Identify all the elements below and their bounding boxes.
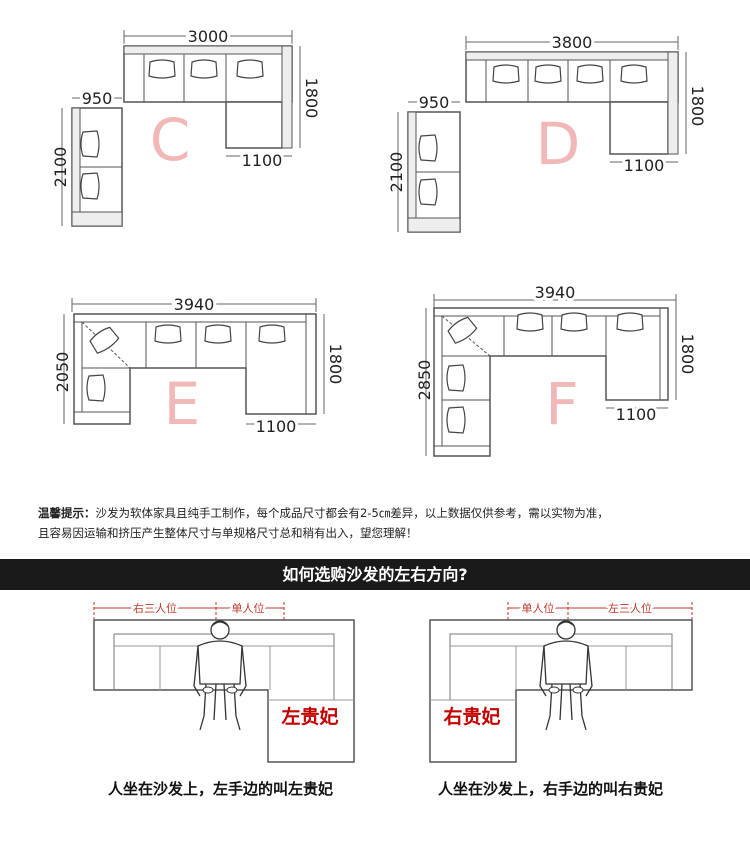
- notice-label: 温馨提示：: [38, 506, 96, 520]
- dim-top-f: 3940: [535, 283, 576, 302]
- diagram-d: 3800 1800 1100 950 2100 D: [387, 30, 707, 233]
- dim-bottom-e: 1100: [256, 417, 297, 436]
- sofa-diagrams: 3000 1800 1100 950 2100 C 3800: [51, 24, 707, 457]
- dim-height-e: 2050: [53, 352, 72, 393]
- dim-bottom-f: 1100: [616, 405, 657, 424]
- dim-right-e: 1800: [326, 344, 345, 385]
- diagram-f: 3940 1800 1100 2850 F: [415, 280, 697, 457]
- dim-top-c: 3000: [188, 27, 229, 46]
- dim-height-f: 2850: [415, 360, 434, 401]
- letter-e: E: [164, 370, 201, 438]
- right-chaise-example: 单人位 左三人位 右贵妃: [429, 599, 693, 763]
- dim-height-c: 2100: [51, 147, 70, 188]
- dim-right-c: 1800: [302, 78, 321, 119]
- right-seg-a: 单人位: [522, 601, 555, 615]
- left-chaise-label: 左贵妃: [281, 705, 338, 728]
- right-seg-b: 左三人位: [608, 601, 652, 615]
- notice-line-1: 温馨提示：沙发为软体家具且纯手工制作，每个成品尺寸都会有2-5㎝差异，以上数据仅…: [38, 505, 609, 521]
- letter-d: D: [536, 110, 581, 178]
- dim-height-d: 2100: [387, 152, 406, 193]
- right-caption: 人坐在沙发上，右手边的叫右贵妃: [438, 780, 664, 798]
- notice-line-2: 且容易因运输和挤压产生整体尺寸与单规格尺寸总和稍有出入，望您理解！: [38, 525, 418, 541]
- dim-left-d: 950: [419, 93, 450, 112]
- letter-c: C: [150, 106, 191, 174]
- notice-text-1: 沙发为软体家具且纯手工制作，每个成品尺寸都会有2-5㎝差异，以上数据仅供参考，需…: [95, 506, 609, 520]
- dim-top-d: 3800: [552, 33, 593, 52]
- direction-examples: 右三人位 单人位 左贵妃 单人位 左三人位 右贵妃: [93, 599, 693, 763]
- dim-top-e: 3940: [174, 295, 215, 314]
- notice-text-2: 且容易因运输和挤压产生整体尺寸与单规格尺寸总和稍有出入，望您理解！: [38, 526, 418, 540]
- left-caption: 人坐在沙发上，左手边的叫左贵妃: [108, 780, 334, 798]
- dim-bottom-d: 1100: [624, 156, 665, 175]
- dim-right-f: 1800: [678, 334, 697, 375]
- section-banner: 如何选购沙发的左右方向?: [0, 559, 750, 590]
- dim-right-d: 1800: [688, 86, 707, 127]
- dim-bottom-c: 1100: [242, 151, 283, 170]
- dim-left-c: 950: [82, 89, 113, 108]
- right-chaise-label: 右贵妃: [442, 705, 500, 728]
- left-seg-a: 右三人位: [133, 601, 177, 615]
- left-seg-b: 单人位: [232, 601, 265, 615]
- letter-f: F: [545, 370, 578, 438]
- diagram-c: 3000 1800 1100 950 2100 C: [51, 24, 321, 227]
- diagram-e: 3940 1800 1100 2050 E: [53, 292, 345, 439]
- left-chaise-example: 右三人位 单人位 左贵妃: [93, 599, 355, 763]
